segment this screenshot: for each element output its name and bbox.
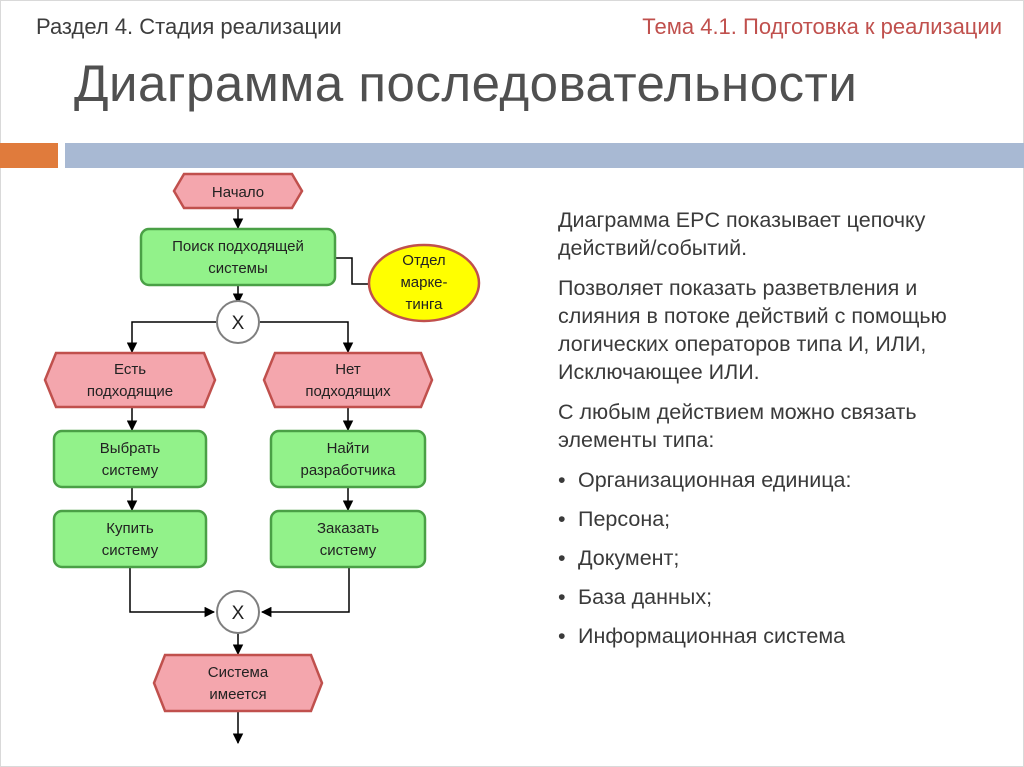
function-order-system: Заказать систему [269,509,427,569]
event-yes-line1: Есть [114,361,146,378]
description-text: Диаграмма EPC показывает цепочку действи… [558,206,998,661]
connectors [126,208,370,745]
function-buy-system: Купить систему [52,509,208,569]
event-yes: Есть подходящие [43,351,217,409]
accent-bar-orange [0,143,58,168]
xor-operator-bottom: X [216,590,260,634]
function-search-line2: системы [208,260,268,277]
list-item: Персона; [558,505,998,533]
org-unit-marketing: Отдел марке- тинга [367,243,481,323]
paragraph-branching: Позволяет показать разветвления и слияни… [558,276,947,384]
list-item: База данных; [558,583,998,611]
function-buy-line1: Купить [106,520,154,537]
event-end: Система имеется [152,653,324,713]
event-end-line1: Система [208,664,269,681]
function-buy-line2: систему [102,542,159,559]
event-no-line2: подходящих [305,383,391,400]
xor-operator-top: X [216,300,260,344]
event-end-line2: имеется [209,686,266,703]
event-start-label: Начало [212,184,264,201]
list-item: Информационная система [558,622,998,650]
list-item: Документ; [558,544,998,572]
event-start: Начало [172,172,304,210]
accent-bar-blue [65,143,1024,168]
paragraph-epc: Диаграмма EPC показывает цепочку действи… [558,208,926,260]
org-unit-line1: Отдел [402,252,445,269]
section-header: Раздел 4. Стадия реализации [36,14,342,39]
function-search-line1: Поиск подходящей [172,238,304,255]
function-find-line2: разработчика [301,462,397,479]
event-yes-line2: подходящие [87,383,173,400]
slide-title: Диаграмма последовательности [74,55,858,112]
list-item: Организационная единица: [558,466,998,494]
function-choose-line2: систему [102,462,159,479]
epc-diagram: Начало Поиск подходящей системы Отдел ма… [43,172,481,745]
function-search: Поиск подходящей системы [139,227,337,287]
function-choose-line1: Выбрать [100,440,161,457]
topic-header: Тема 4.1. Подготовка к реализации [642,14,1002,39]
function-find-line1: Найти [327,440,370,457]
xor-bottom-label: X [232,603,245,624]
function-order-line1: Заказать [317,520,379,537]
org-unit-line2: марке- [400,274,447,291]
org-unit-line3: тинга [405,296,443,313]
event-no: Нет подходящих [262,351,434,409]
element-list: Организационная единица: Персона; Докуме… [558,466,998,650]
function-choose-system: Выбрать систему [52,429,208,489]
paragraph-elements: С любым действием можно связать элементы… [558,400,917,452]
function-order-line2: систему [320,542,377,559]
xor-top-label: X [232,313,245,334]
event-no-line1: Нет [335,361,361,378]
function-find-developer: Найти разработчика [269,429,427,489]
